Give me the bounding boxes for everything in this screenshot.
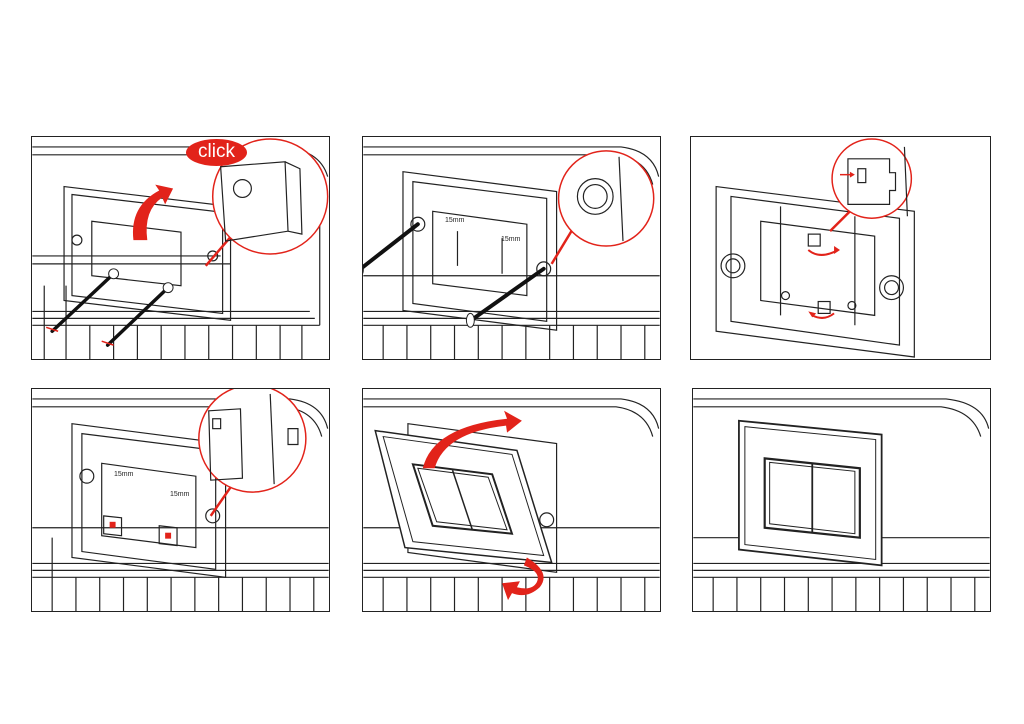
step-3-panel [690,136,991,360]
step-6-panel [692,388,991,612]
step-2-panel: 15mm 15mm [362,136,661,360]
dimension-label: 15mm [501,236,521,243]
dimension-label: 15mm [445,217,465,224]
step-4-illustration [32,389,329,611]
step-1-panel: click [31,136,330,360]
click-annotation: click [186,139,247,166]
step-6-illustration [693,398,990,611]
step-1-illustration [32,138,329,359]
step-5-illustration [363,398,660,611]
step-5-panel [362,388,661,612]
step-2-illustration [363,146,660,359]
step-3-illustration [715,138,915,358]
step-4-panel: 15mm 15mm [31,388,330,612]
dimension-label: 15mm [170,491,190,498]
dimension-label: 15mm [114,471,134,478]
